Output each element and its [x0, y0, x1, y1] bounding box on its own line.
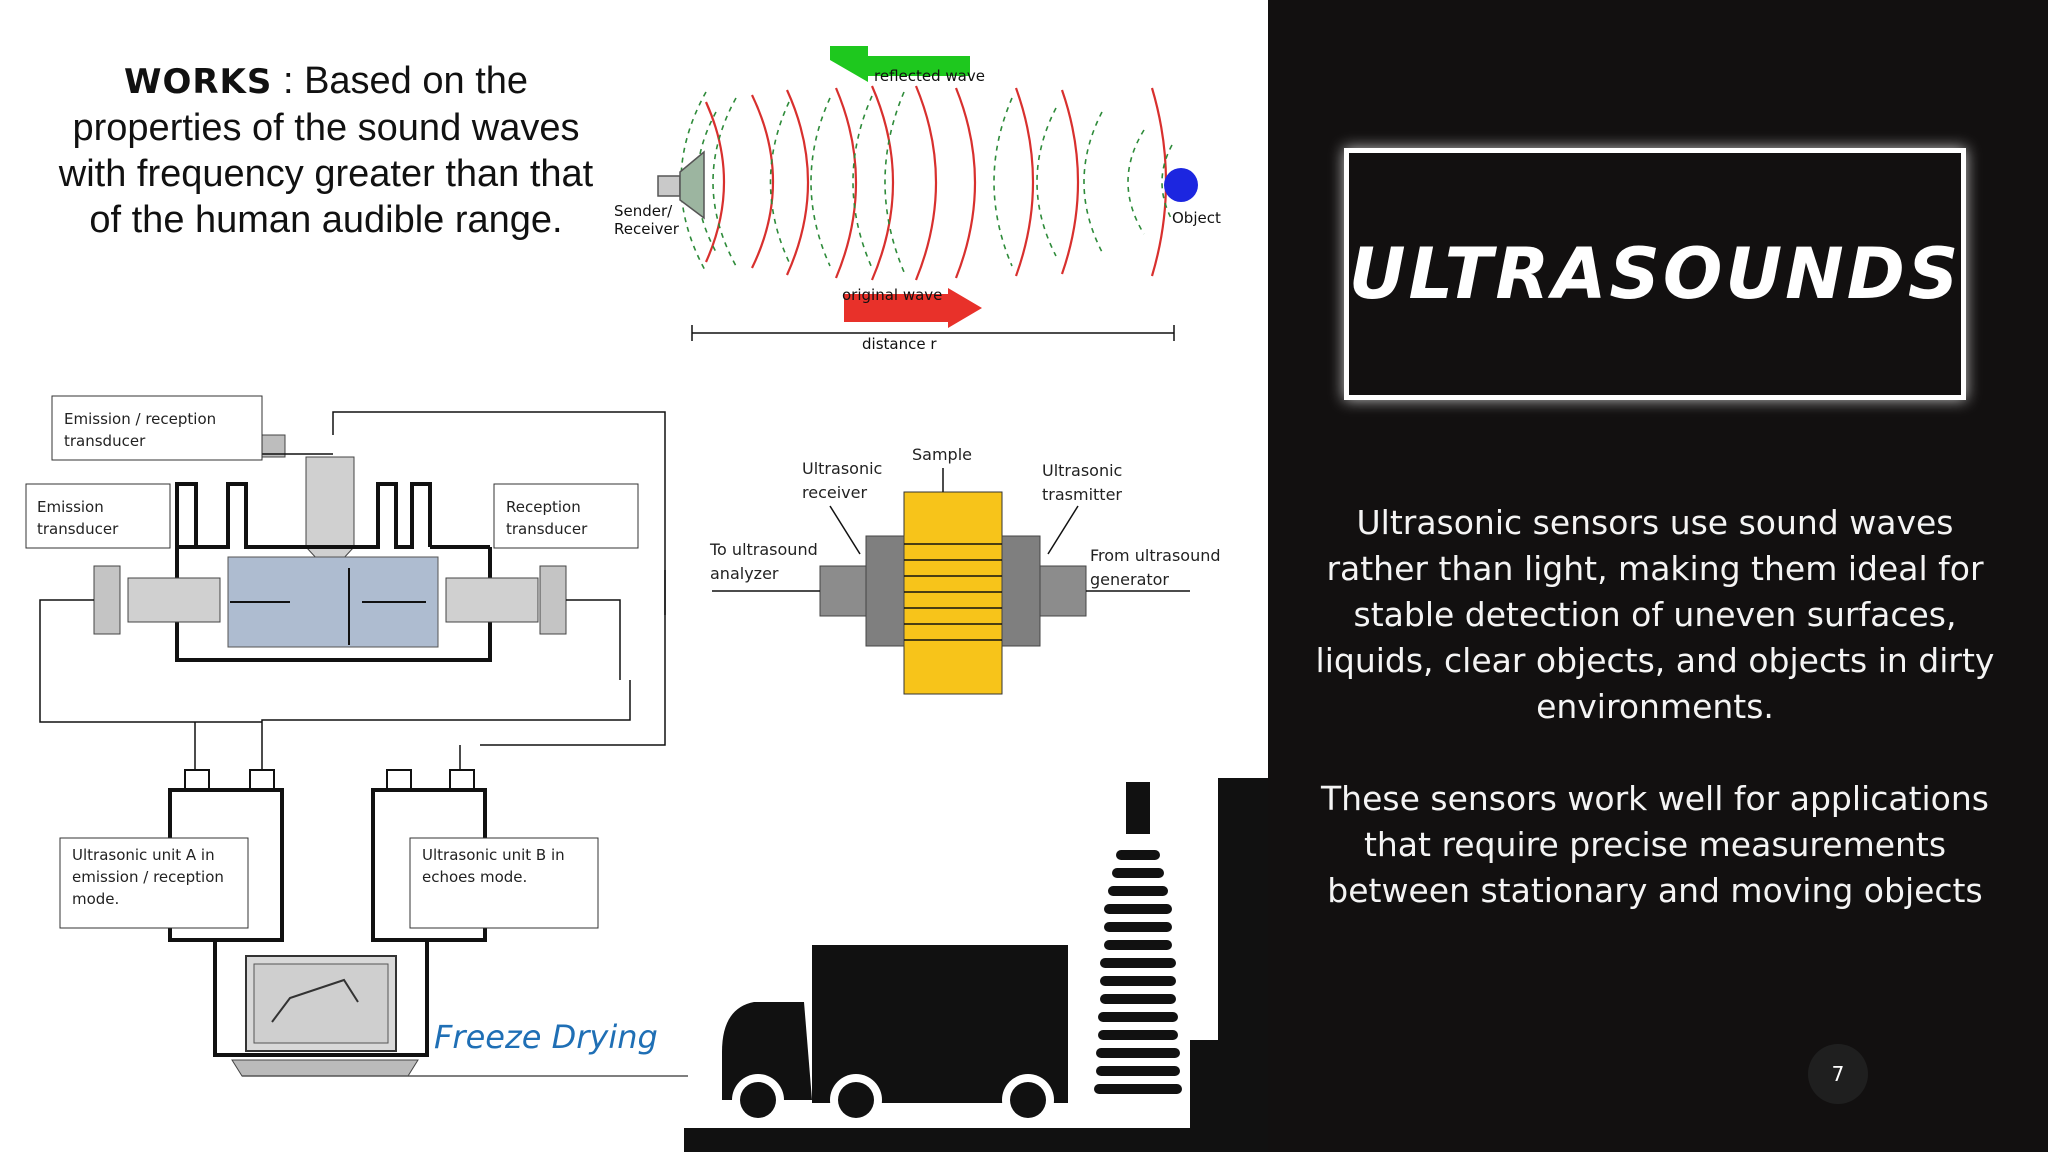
title-box: ULTRASOUNDS [1344, 148, 1966, 400]
original-wave-arrow [844, 288, 982, 328]
emission-label-2: transducer [37, 520, 119, 538]
right-panel [1268, 0, 2048, 1152]
original-wave-label: original wave [842, 286, 942, 304]
object-label: Object [1172, 209, 1221, 227]
analyzer-label-1: To ultrasound [709, 540, 818, 559]
works-description: WORKS : Based on the properties of the s… [40, 58, 612, 243]
truck-sensor-illustration [684, 778, 1274, 1152]
ultrasound-wave-diagram: reflected wave original wave Sender/ Rec… [614, 46, 1221, 353]
generator-label-2: generator [1090, 570, 1169, 589]
sensor-wave-bars [1094, 850, 1182, 1094]
sensor-pole [1126, 782, 1150, 834]
reception-label-2: transducer [506, 520, 588, 538]
generator-label-1: From ultrasound [1090, 546, 1221, 565]
paragraph-1: Ultrasonic sensors use sound waves rathe… [1315, 503, 1995, 726]
analyzer-label-2: analyzer [710, 564, 779, 583]
slide-title: ULTRASOUNDS [1348, 233, 1962, 315]
unit-b-label-2: echoes mode. [422, 868, 527, 886]
emission-reception-label-2: transducer [64, 432, 146, 450]
distance-label: distance r [862, 335, 937, 353]
unit-b-label-1: Ultrasonic unit B in [422, 846, 565, 864]
emission-reception-label-1: Emission / reception [64, 410, 216, 428]
unit-a-label-3: mode. [72, 890, 119, 908]
receiver-label-2: receiver [802, 483, 867, 502]
reflected-wave-arrow [830, 46, 970, 82]
speaker-cone [679, 150, 705, 220]
sender-label: Sender/ [614, 202, 673, 220]
description-text: Ultrasonic sensors use sound waves rathe… [1305, 500, 2005, 914]
sender-receiver-speaker [657, 175, 681, 197]
page-number: 7 [1808, 1044, 1868, 1104]
reception-label-1: Reception [506, 498, 581, 516]
sample-block [903, 491, 1003, 695]
sample-transducer-diagram: Sample Ultrasonic receiver Ultrasonic tr… [709, 445, 1221, 695]
receiver-label: Receiver [614, 220, 680, 238]
object-dot [1164, 168, 1198, 202]
transmitter-label-1: Ultrasonic [1042, 461, 1122, 480]
receiver-label-1: Ultrasonic [802, 459, 882, 478]
freeze-drying-diagram: Emission / reception transducer Emission… [25, 395, 688, 1077]
freeze-drying-caption: Freeze Drying [434, 1018, 658, 1056]
sample-label: Sample [912, 445, 972, 464]
reflected-wave-label: reflected wave [874, 67, 985, 85]
tank-outline [175, 482, 432, 549]
works-text: : Based on the properties of the sound w… [58, 60, 594, 241]
emission-label-1: Emission [37, 498, 104, 516]
unit-a-label-2: emission / reception [72, 868, 224, 886]
truck-cab [722, 1002, 812, 1100]
works-label: WORKS [123, 62, 273, 102]
transmitter-label-2: trasmitter [1042, 485, 1122, 504]
unit-a-label-1: Ultrasonic unit A in [72, 846, 215, 864]
paragraph-2: These sensors work well for applications… [1321, 779, 1989, 910]
